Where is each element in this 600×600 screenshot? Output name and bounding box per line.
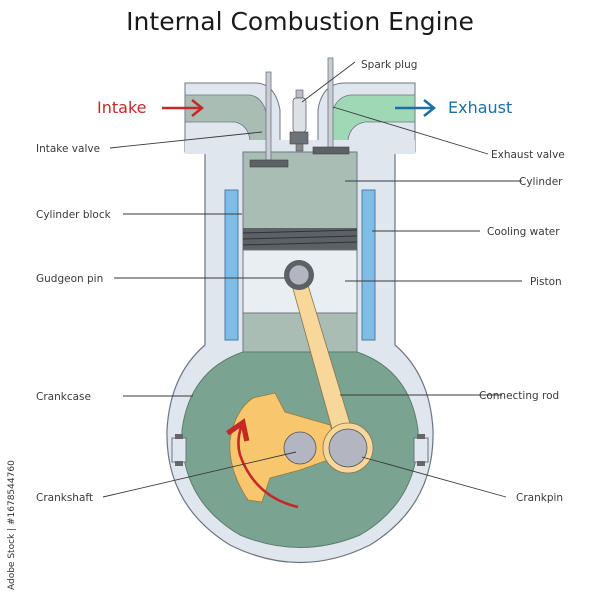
engine-block — [166, 82, 434, 563]
exhaust-arrow-icon — [395, 99, 437, 117]
label-gudgeon-pin: Gudgeon pin — [36, 273, 103, 285]
cooling-water-left — [224, 189, 239, 341]
label-crankshaft: Crankshaft — [36, 492, 93, 504]
exhaust-label: Exhaust — [448, 98, 512, 117]
label-cylinder-block: Cylinder block — [36, 209, 112, 221]
watermark-id: Adobe Stock | #1678544760 — [7, 460, 17, 590]
label-crankpin: Crankpin — [516, 492, 563, 504]
crankshaft — [283, 431, 317, 465]
gudgeon-pin — [284, 260, 314, 290]
label-exhaust-valve: Exhaust valve — [491, 149, 565, 161]
intake-arrow-icon — [162, 99, 205, 117]
exhaust-valve — [312, 57, 350, 155]
flange-right — [413, 434, 429, 466]
cooling-water-right — [361, 189, 376, 341]
label-connecting-rod: Connecting rod — [479, 390, 559, 402]
crankpin — [322, 422, 374, 474]
label-cooling-water: Cooling water — [487, 226, 560, 238]
label-piston: Piston — [530, 276, 562, 288]
intake-label: Intake — [97, 98, 146, 117]
rotation-arrow-icon — [226, 418, 299, 509]
label-cylinder: Cylinder — [519, 176, 563, 188]
intake-valve — [249, 71, 289, 168]
label-spark-plug: Spark plug — [361, 59, 417, 71]
label-intake-valve: Intake valve — [36, 143, 100, 155]
diagram-title: Internal Combustion Engine — [126, 7, 474, 36]
label-crankcase: Crankcase — [36, 391, 91, 403]
flange-left — [171, 434, 187, 466]
spark-plug — [289, 89, 309, 152]
leader-lines — [102, 61, 522, 498]
